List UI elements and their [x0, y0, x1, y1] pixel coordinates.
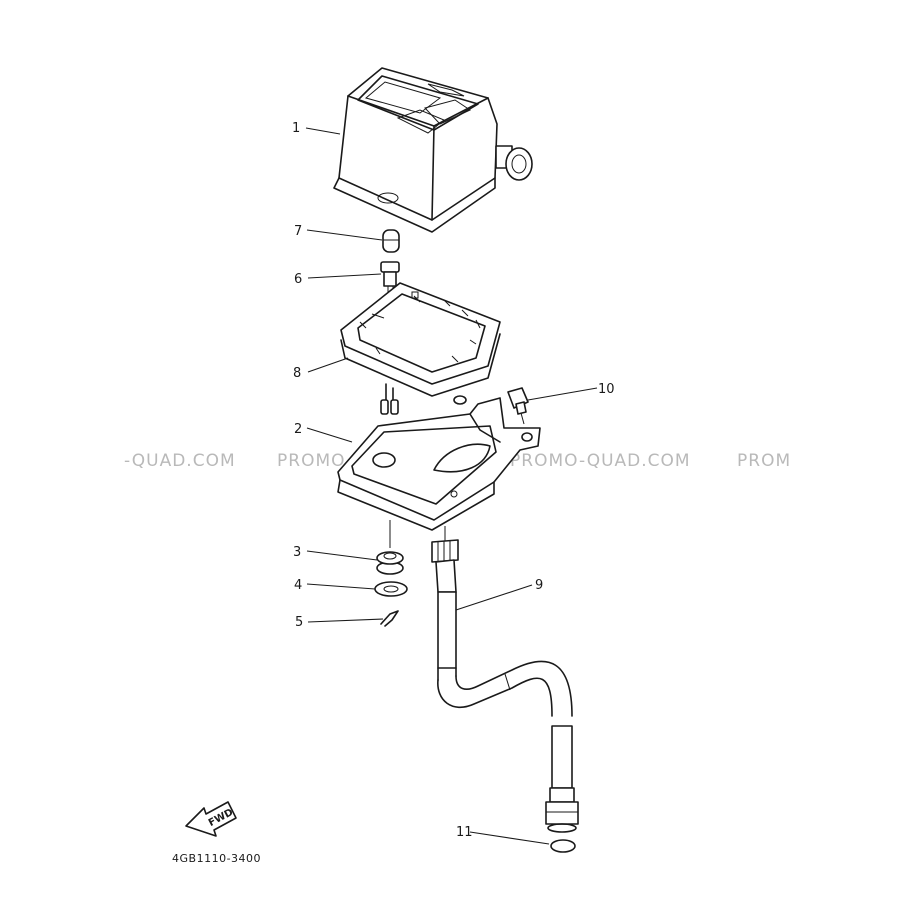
- part-washer: [374, 581, 408, 597]
- callout-5: 5: [295, 615, 303, 630]
- callout-11: 11: [456, 825, 473, 840]
- part-clip: [380, 610, 399, 627]
- part-screw: [507, 387, 529, 425]
- callout-2: 2: [294, 422, 302, 437]
- part-code: 4GB1110-3400: [172, 852, 261, 865]
- part-meter-bracket: [337, 395, 541, 531]
- part-gasket: [340, 282, 501, 415]
- part-o-ring: [550, 839, 576, 853]
- part-grommet: [376, 520, 404, 575]
- watermark-1: -QUAD.COM: [124, 451, 236, 471]
- callout-numbers: 1 7 6 8 10 2 3 4 5 9 11: [292, 121, 615, 840]
- callout-6: 6: [294, 272, 302, 287]
- watermark-3: PROMO-QUAD.COM: [510, 451, 691, 471]
- callout-4: 4: [294, 578, 302, 593]
- fwd-direction-badge: FWD: [185, 801, 237, 837]
- callout-3: 3: [293, 545, 301, 560]
- part-speedometer-cable: [431, 526, 579, 833]
- callout-1: 1: [292, 121, 300, 136]
- callout-8: 8: [293, 366, 301, 381]
- part-speedometer-housing: [333, 67, 533, 233]
- callout-7: 7: [294, 224, 302, 239]
- callout-9: 9: [535, 578, 543, 593]
- callout-10: 10: [598, 382, 615, 397]
- leader-lines: [305, 127, 598, 845]
- watermark-4: PROM: [737, 451, 791, 471]
- part-bulb: [382, 229, 400, 253]
